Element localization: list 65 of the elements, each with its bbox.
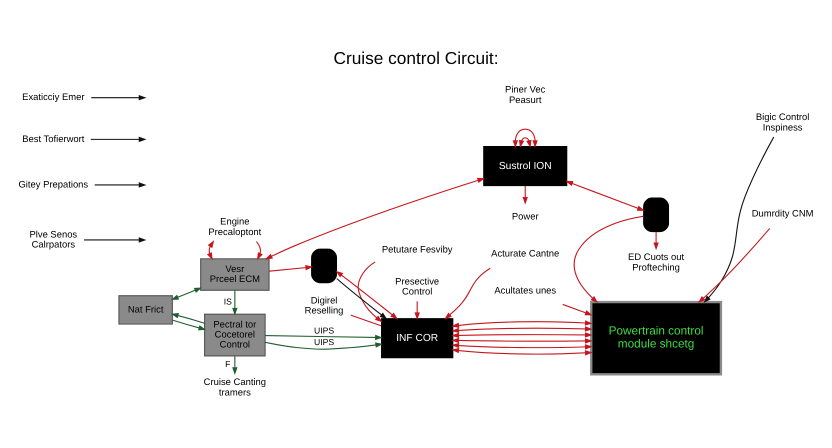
- arrow: [698, 228, 770, 303]
- node-text: Presective Control: [395, 274, 440, 296]
- arrow: [414, 300, 420, 320]
- arrow: [565, 180, 645, 210]
- edge-label: UIPS: [314, 336, 334, 347]
- node-box: Pectral tor Cocetorel Control: [204, 313, 266, 356]
- arrow: [265, 334, 383, 340]
- node-box: [311, 248, 338, 283]
- arrow: [335, 270, 398, 319]
- node-text: Acturate Cantne: [491, 247, 560, 258]
- arrow: [518, 136, 532, 148]
- node-text: Bigic Control Inspiness: [756, 110, 810, 132]
- arrow: [265, 341, 384, 350]
- node-box: Nat Frict: [118, 294, 173, 324]
- arrow: [336, 278, 388, 319]
- arrow: [451, 342, 593, 350]
- arrow: [358, 260, 383, 322]
- node-text: Gitey Prepations: [18, 178, 88, 189]
- arrow: [703, 136, 774, 302]
- arrow: [562, 303, 593, 315]
- node-text: Digirel Reselling: [304, 294, 344, 316]
- node-text: Acultates unes: [494, 284, 556, 295]
- arrow: [232, 355, 238, 374]
- connector: [350, 314, 382, 326]
- arrow: [172, 319, 206, 330]
- arrow: [206, 240, 214, 260]
- edge-label: F: [225, 358, 230, 368]
- arrow: [574, 215, 644, 303]
- arrow: [256, 240, 263, 260]
- arrow: [84, 236, 146, 242]
- node-text: Cruise Canting tramers: [204, 376, 266, 397]
- arrow: [170, 286, 202, 300]
- node-text: Best Tofierwort: [22, 132, 84, 144]
- arrow: [522, 186, 528, 204]
- node-box: Sustrol ION: [483, 146, 568, 186]
- diagram-title: Cruise control Circuit:: [333, 48, 499, 68]
- node-text: Engine Precaloptont: [208, 215, 262, 236]
- arrow: [232, 290, 238, 316]
- node-box: Vesr Prceel ECM: [200, 258, 270, 290]
- edge-label: IS: [224, 296, 232, 306]
- arrow: [91, 94, 146, 100]
- node-text: Exaticciy Emer: [22, 90, 84, 102]
- arrow: [94, 182, 146, 188]
- arrow: [90, 136, 146, 142]
- arrow: [512, 128, 538, 148]
- arrow: [451, 347, 593, 356]
- label: Piner Vec Peasurt: [505, 83, 546, 104]
- arrow: [451, 320, 593, 328]
- node-box: [643, 197, 670, 232]
- node-text: Dumrdity CNM: [752, 206, 814, 218]
- arrow: [444, 267, 490, 319]
- node-text: Petutare Fesviby: [382, 243, 453, 254]
- arrow: [653, 231, 659, 250]
- node-text: ED Cuots out Profteching: [628, 250, 684, 272]
- arrow: [264, 177, 486, 259]
- node-box: Powertrain control module shcetg: [590, 300, 722, 376]
- arrow: [170, 312, 205, 324]
- edge-label: UIPS: [314, 324, 334, 335]
- arrow: [451, 337, 593, 344]
- node-text: Power: [512, 210, 539, 222]
- arrow: [451, 326, 593, 333]
- node-box: INF COR: [381, 318, 454, 358]
- arrow: [269, 264, 314, 272]
- arrow: [451, 332, 593, 338]
- node-text: Plve Senos Calrpators: [29, 228, 78, 250]
